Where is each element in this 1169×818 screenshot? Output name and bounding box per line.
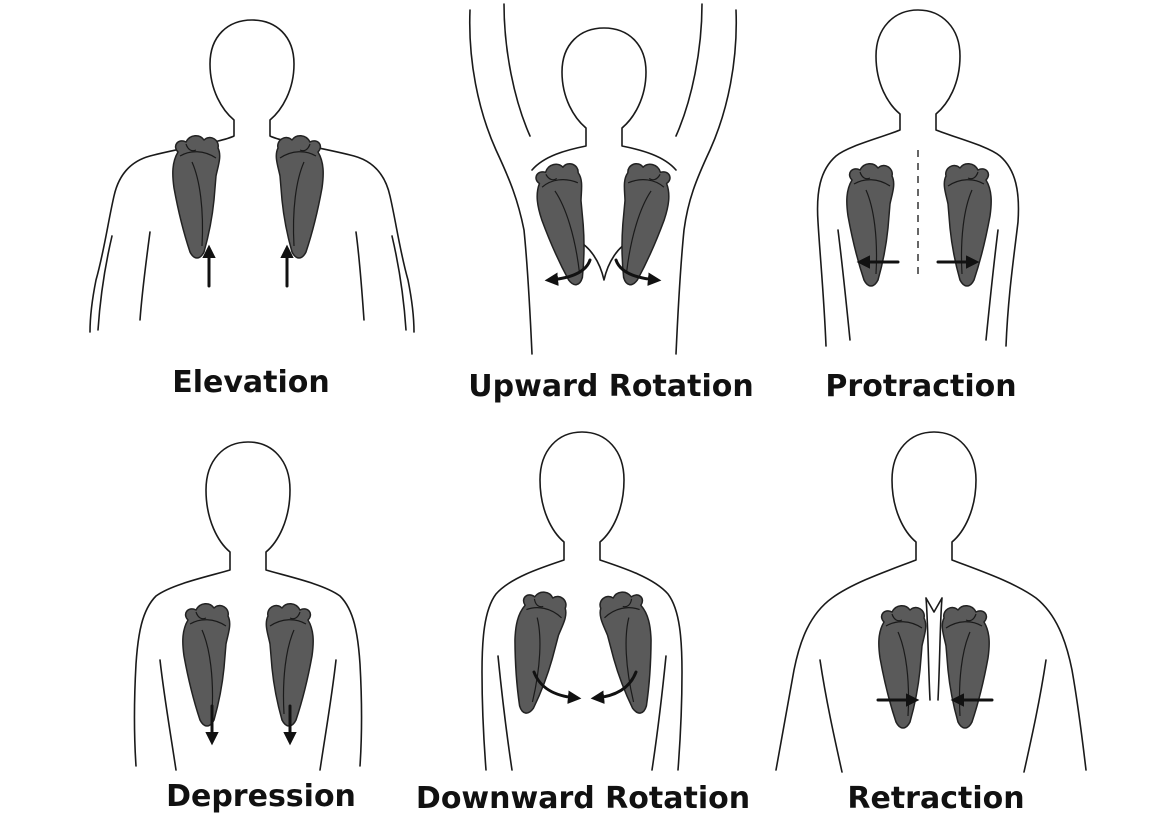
panel-depression: Depression <box>133 441 363 814</box>
scapula-right <box>941 604 990 729</box>
label-depression: Depression <box>166 779 356 814</box>
scapula-right <box>275 134 324 259</box>
scapula-left <box>878 604 927 729</box>
body-outline <box>133 441 363 767</box>
label-elevation: Elevation <box>172 365 330 400</box>
panel-downward-rotation: Downward Rotation <box>416 431 750 816</box>
label-upward-rotation: Upward Rotation <box>468 369 753 404</box>
scapula-right <box>943 162 992 287</box>
body-outline <box>89 19 415 333</box>
body-outline <box>481 431 683 771</box>
arrow-curve-outward-icon <box>614 258 662 286</box>
body-outline <box>531 27 677 171</box>
label-downward-rotation: Downward Rotation <box>416 781 750 816</box>
scapula-left <box>172 134 221 259</box>
panel-protraction: Protraction <box>816 9 1020 404</box>
scapula-left <box>530 159 600 290</box>
raised-arm-left <box>468 3 533 355</box>
arrow-curve-inward-icon <box>532 670 582 704</box>
scapula-left <box>500 587 570 718</box>
panel-upward-rotation: Upward Rotation <box>468 3 754 404</box>
scapula-left <box>182 602 231 727</box>
arrow-curve-outward-icon <box>544 258 592 286</box>
scapula-right <box>606 159 676 290</box>
spine-midline <box>925 597 943 701</box>
label-protraction: Protraction <box>825 369 1016 404</box>
body-outline <box>775 431 1087 771</box>
label-retraction: Retraction <box>847 781 1024 816</box>
body-outline <box>816 9 1020 347</box>
panel-elevation: Elevation <box>89 19 415 400</box>
panel-retraction: Retraction <box>775 431 1087 816</box>
raised-arm-right <box>675 3 738 355</box>
scapula-left <box>846 162 895 287</box>
arrow-curve-inward-icon <box>590 670 638 704</box>
